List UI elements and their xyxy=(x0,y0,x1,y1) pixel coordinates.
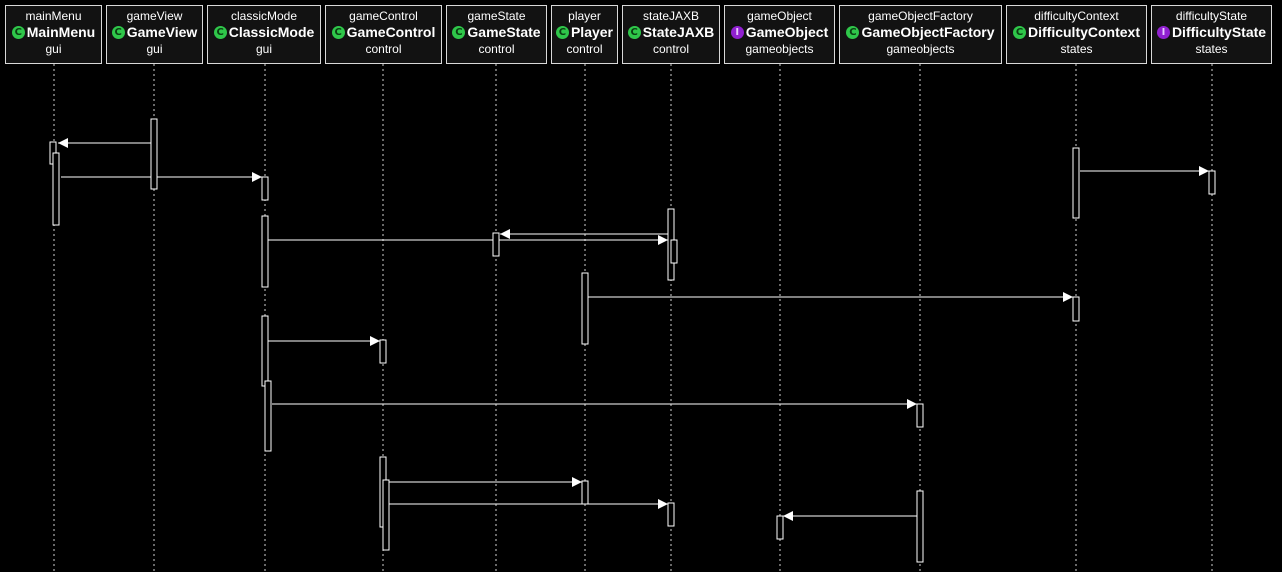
arrowhead-icon xyxy=(658,499,668,509)
arrowhead-icon xyxy=(783,511,793,521)
activation-bar-difficultyContext xyxy=(1072,147,1080,219)
activation-bar-stateJAXB xyxy=(667,502,675,527)
class-name: ClassicMode xyxy=(228,24,315,40)
arrowhead-icon xyxy=(1199,166,1209,176)
package-name: gameobjects xyxy=(886,42,955,56)
instance-name: player xyxy=(568,9,601,23)
interface-icon: I xyxy=(730,25,744,39)
instance-name: gameObjectFactory xyxy=(868,9,973,23)
activation-bar-classicMode xyxy=(261,215,269,288)
instance-name: gameObject xyxy=(747,9,812,23)
class-icon: C xyxy=(452,25,466,39)
arrowhead-icon xyxy=(500,229,510,239)
class-name: GameView xyxy=(126,24,198,40)
class-name: StateJAXB xyxy=(642,24,715,40)
package-name: control xyxy=(478,42,515,56)
activation-bar-gameObjectFactory xyxy=(916,490,924,563)
activation-bar-gameControl xyxy=(382,479,390,551)
activation-bar-stateJAXB xyxy=(670,239,678,264)
package-name: control xyxy=(365,42,402,56)
instance-name: gameView xyxy=(126,9,183,23)
arrowhead-icon xyxy=(658,235,668,245)
activation-bar-gameObjectFactory xyxy=(916,403,924,428)
package-name: control xyxy=(652,42,690,56)
package-name: gameobjects xyxy=(745,42,814,56)
class-icon: C xyxy=(331,25,345,39)
activation-bar-player xyxy=(581,272,589,345)
activation-bar-gameObject xyxy=(776,515,784,540)
interface-icon: I xyxy=(1156,25,1170,39)
class-icon: C xyxy=(846,25,860,39)
class-icon: C xyxy=(1013,25,1026,39)
class-name: GameState xyxy=(467,24,541,40)
instance-name: mainMenu xyxy=(25,9,82,23)
activation-bar-gameView xyxy=(150,118,158,190)
class-icon: C xyxy=(213,25,227,39)
activation-bar-classicMode xyxy=(261,176,269,201)
activation-bar-difficultyState xyxy=(1208,170,1216,195)
activation-bar-difficultyContext xyxy=(1072,296,1080,322)
class-name: DifficultyContext xyxy=(1028,24,1140,40)
class-icon: C xyxy=(111,25,125,39)
class-name: MainMenu xyxy=(26,24,96,40)
arrowhead-icon xyxy=(58,138,68,148)
arrowhead-icon xyxy=(1063,292,1073,302)
activation-bar-classicMode xyxy=(261,315,269,387)
instance-name: gameControl xyxy=(349,9,418,23)
arrowhead-icon xyxy=(572,477,582,487)
instance-name: classicMode xyxy=(230,9,298,23)
activation-bar-player xyxy=(581,480,589,505)
activation-bar-gameControl xyxy=(379,339,387,364)
class-name: GameControl xyxy=(346,24,436,40)
instance-name: gameState xyxy=(467,9,526,23)
activation-bar-mainMenu xyxy=(52,152,60,226)
class-name: GameObjectFactory xyxy=(861,24,995,40)
class-name: Player xyxy=(570,24,614,40)
class-name: DifficultyState xyxy=(1171,24,1267,40)
class-name: GameObject xyxy=(745,24,829,40)
package-name: gui xyxy=(146,42,163,56)
arrowhead-icon xyxy=(907,399,917,409)
instance-name: stateJAXB xyxy=(642,9,700,23)
instance-name: difficultyContext xyxy=(1034,9,1119,23)
class-icon: C xyxy=(555,25,569,39)
class-icon: C xyxy=(11,25,25,39)
arrowhead-icon xyxy=(252,172,262,182)
class-icon: C xyxy=(627,25,641,39)
arrowhead-icon xyxy=(370,336,380,346)
package-name: control xyxy=(566,42,603,56)
package-name: states xyxy=(1060,42,1093,56)
package-name: states xyxy=(1195,42,1228,56)
activation-bar-gameState xyxy=(492,232,500,257)
activation-bar-classicMode xyxy=(264,380,272,452)
package-name: gui xyxy=(45,42,62,56)
instance-name: difficultyState xyxy=(1175,9,1248,23)
package-name: gui xyxy=(255,42,272,56)
